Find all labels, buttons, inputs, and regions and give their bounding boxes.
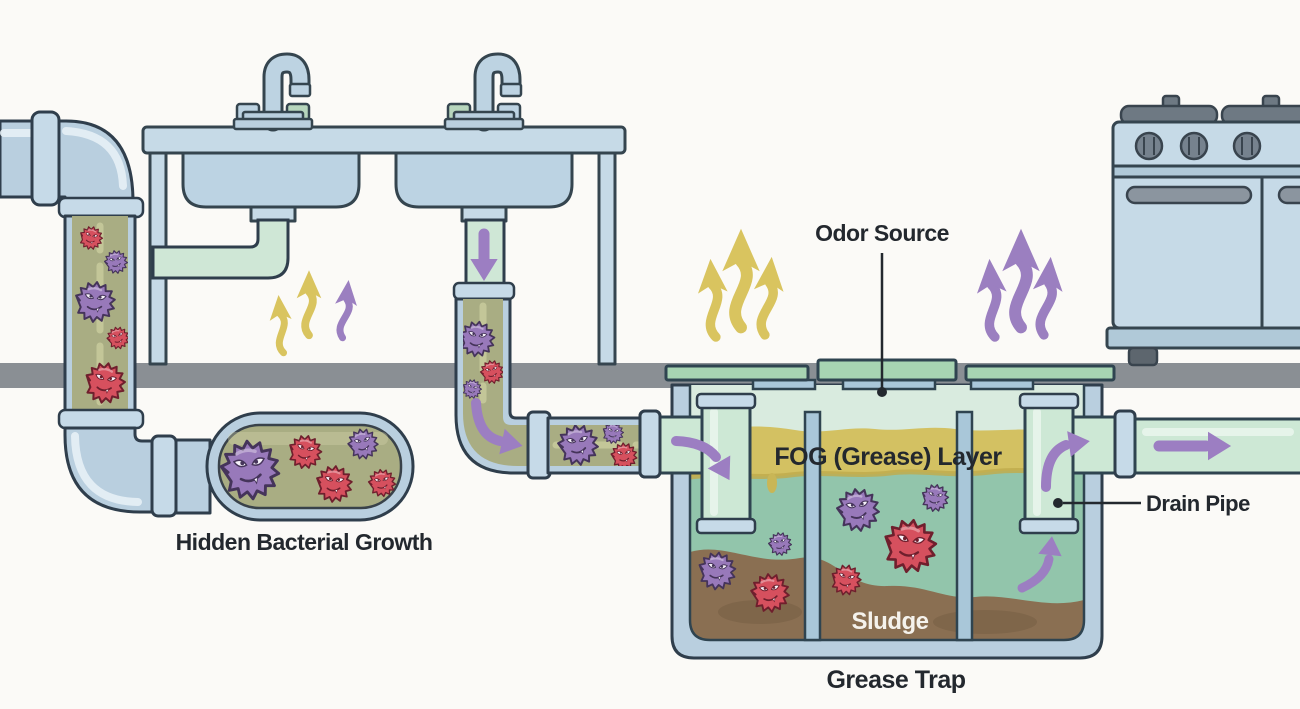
labels: Hidden Bacterial Growth Odor Source FOG …	[176, 220, 1251, 694]
callout-pointers	[877, 253, 1141, 508]
grease-trap	[638, 358, 1300, 660]
label-hidden-bacterial-growth: Hidden Bacterial Growth	[176, 529, 433, 555]
pipe-elbow	[63, 426, 154, 514]
sludge-layer	[690, 549, 1084, 640]
pipe-flange	[1018, 392, 1080, 410]
trap-baffle	[803, 410, 822, 642]
sink1-drain-arm	[151, 218, 290, 280]
stove-foot	[1127, 346, 1159, 367]
sink-counter	[141, 125, 627, 155]
stove-base	[1105, 326, 1300, 350]
drain-pipe-pointer-dot	[1053, 498, 1063, 508]
stove-divider	[1111, 164, 1300, 179]
trap-baffle	[955, 410, 974, 642]
label-sludge: Sludge	[851, 608, 928, 635]
pipe-flange	[452, 281, 516, 301]
lid-segment	[664, 364, 810, 382]
pipe-flange	[57, 408, 145, 430]
pipe-coupling	[638, 409, 662, 479]
pipe-flange	[695, 517, 757, 535]
label-drain-pipe: Drain Pipe	[1146, 491, 1250, 516]
label-fog-layer: FOG (Grease) Layer	[774, 443, 1002, 471]
flow-arrows	[470, 228, 1232, 593]
lid-segment	[964, 364, 1116, 382]
pipe-coupling	[150, 434, 178, 518]
stove	[1105, 94, 1300, 367]
pipe-coupling	[1113, 409, 1137, 479]
sink-leg	[597, 151, 617, 366]
stove-knob	[1232, 131, 1262, 161]
odor-source-pointer-dot	[877, 387, 887, 397]
stove-knob	[1134, 131, 1164, 161]
grease-drip	[767, 473, 777, 493]
trap-contents	[690, 385, 1084, 640]
pipe-flange	[57, 196, 145, 219]
sink-basin	[394, 151, 574, 209]
faucet	[443, 52, 525, 132]
pipe-flange	[1018, 517, 1080, 535]
lid-segment	[816, 358, 958, 382]
oven-handle	[1125, 185, 1253, 205]
pipe-coupling	[30, 110, 61, 207]
pipe-flange	[695, 392, 757, 410]
faucet-spout	[499, 82, 523, 98]
faucet	[232, 52, 314, 132]
faucet-spout	[288, 82, 312, 98]
stove-knobs	[1134, 131, 1262, 161]
grease-trap-lid	[664, 358, 1116, 391]
sink-basin	[181, 151, 361, 209]
stove-knob	[1179, 131, 1209, 161]
label-grease-trap: Grease Trap	[826, 666, 965, 694]
oven-handle	[1277, 185, 1300, 205]
fog-grease-layer	[690, 426, 1084, 477]
label-odor-source: Odor Source	[815, 220, 949, 246]
